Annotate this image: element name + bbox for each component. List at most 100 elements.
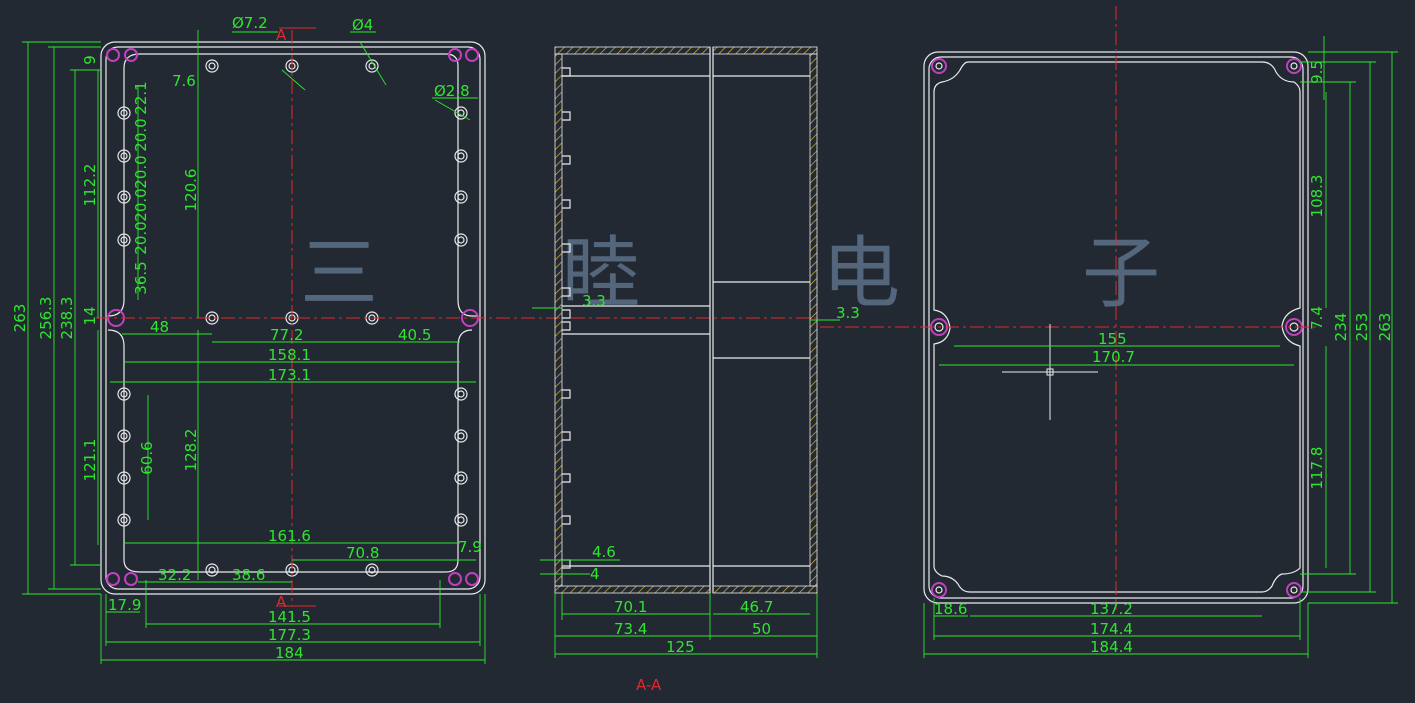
corner-hole-icon	[124, 48, 138, 62]
crosshair-icon	[1002, 324, 1098, 420]
dim-234: 234	[1332, 313, 1350, 342]
section-rib	[562, 111, 571, 121]
lid-hole-icon	[1286, 58, 1302, 74]
section-lines	[562, 47, 810, 593]
mounting-hole-inner-icon	[120, 152, 128, 160]
right-inner-cavity	[933, 61, 1301, 593]
section-label: A-A	[636, 676, 662, 694]
mounting-hole-icon	[117, 387, 131, 401]
dim-20-0-d: 20.0	[132, 221, 150, 254]
dim-184-4: 184.4	[1090, 638, 1133, 656]
dim-17-9: 17.9	[108, 596, 141, 614]
dim-137-2: 137.2	[1090, 600, 1133, 618]
section-rib	[562, 287, 571, 297]
dim-9-5: 9.5	[1308, 60, 1326, 84]
corner-hole-icon	[465, 48, 479, 62]
dim-20-0-b: 20.0	[132, 155, 150, 188]
corner-bosses	[106, 48, 479, 586]
mounting-hole-inner-icon	[120, 474, 128, 482]
dim-77-2: 77.2	[270, 326, 303, 344]
left-cavity-upper	[107, 53, 478, 317]
mounting-hole-inner-icon	[120, 432, 128, 440]
watermark-char-4: 子	[1082, 229, 1160, 319]
lid-hole-inner-icon	[934, 322, 944, 332]
dim-253: 253	[1353, 313, 1371, 342]
dim-46-7: 46.7	[740, 598, 773, 616]
mounting-hole-icon	[117, 106, 131, 120]
dim-70-8: 70.8	[346, 544, 379, 562]
mounting-hole-icon	[117, 513, 131, 527]
dim-14: 14	[81, 306, 99, 325]
mounting-hole-inner-icon	[208, 62, 216, 70]
cut-marker-bottom: A	[276, 593, 287, 611]
dim-158-1: 158.1	[268, 346, 311, 364]
dim-60-6: 60.6	[138, 441, 156, 474]
dim-73-4: 73.4	[614, 620, 647, 638]
mounting-hole-icon	[454, 106, 468, 120]
lid-hole-icon	[1286, 582, 1302, 598]
mounting-hole-icon	[117, 429, 131, 443]
dim-32-2: 32.2	[158, 566, 191, 584]
section-rib	[562, 473, 571, 483]
mounting-hole-inner-icon	[120, 193, 128, 201]
section-rib	[562, 321, 571, 331]
dim-70-1: 70.1	[614, 598, 647, 616]
corner-hole-icon	[124, 572, 138, 586]
dim-36-5: 36.5	[132, 261, 150, 294]
dim-177-3: 177.3	[268, 626, 311, 644]
dim-161-6: 161.6	[268, 527, 311, 545]
watermark-char-1: 三	[300, 229, 378, 319]
mounting-hole-inner-icon	[457, 193, 465, 201]
dim-3-3-right: 3.3	[836, 304, 860, 322]
mounting-hole-icon	[365, 59, 379, 73]
dim-263-left: 263	[11, 304, 29, 333]
left-cavity-lower	[107, 329, 473, 573]
section-rib	[562, 431, 571, 441]
section-dimension-lines	[532, 307, 840, 658]
lid-hole-icon	[931, 58, 947, 74]
mounting-hole-inner-icon	[368, 566, 376, 574]
section-bottom-wall-left	[554, 585, 711, 594]
mounting-hole-inner-icon	[457, 152, 465, 160]
dim-20-0-c: 20.0	[132, 188, 150, 221]
dim-128-2: 128.2	[182, 429, 200, 472]
section-rib	[562, 309, 571, 319]
section-ribs	[562, 67, 571, 569]
dim-112-2: 112.2	[81, 164, 99, 207]
dim-18-6: 18.6	[934, 600, 967, 618]
section-rib	[562, 243, 571, 253]
mounting-hole-inner-icon	[120, 516, 128, 524]
dim-117-8: 117.8	[1308, 447, 1326, 490]
dim-hole-dia-4: Ø4	[352, 16, 373, 34]
dim-184: 184	[275, 644, 304, 662]
mounting-hole-inner-icon	[457, 432, 465, 440]
watermark-char-3: 电	[822, 229, 900, 319]
dim-hole-dia-7-2: Ø7.2	[232, 14, 268, 32]
dim-263-right: 263	[1376, 313, 1394, 342]
right-view: 155 170.7 18.6 137.2 174.4 184.4 108.3 1…	[820, 6, 1398, 658]
dim-40-5: 40.5	[398, 326, 431, 344]
dim-108-3: 108.3	[1308, 175, 1326, 218]
dim-141-5: 141.5	[268, 608, 311, 626]
mounting-hole-inner-icon	[120, 109, 128, 117]
cut-marker-top: A	[276, 26, 287, 44]
section-left-wall	[554, 53, 563, 587]
mounting-hole-icon	[205, 563, 219, 577]
dim-121-1: 121.1	[81, 439, 99, 482]
dim-38-6: 38.6	[232, 566, 265, 584]
dim-7-6: 7.6	[172, 72, 196, 90]
dim-125: 125	[666, 638, 695, 656]
dim-3-3-left: 3.3	[582, 292, 606, 310]
mounting-hole-inner-icon	[208, 566, 216, 574]
mounting-hole-inner-icon	[120, 390, 128, 398]
lid-hole-inner-icon	[935, 586, 943, 594]
corner-hole-icon	[106, 48, 120, 62]
mounting-hole-icon	[454, 471, 468, 485]
dim-20-0-a: 20.0	[132, 118, 150, 151]
dim-238-3: 238.3	[58, 297, 76, 340]
mounting-hole-icon	[454, 429, 468, 443]
section-top-wall-left	[554, 46, 711, 55]
mounting-hole-inner-icon	[457, 474, 465, 482]
mounting-hole-icon	[117, 190, 131, 204]
